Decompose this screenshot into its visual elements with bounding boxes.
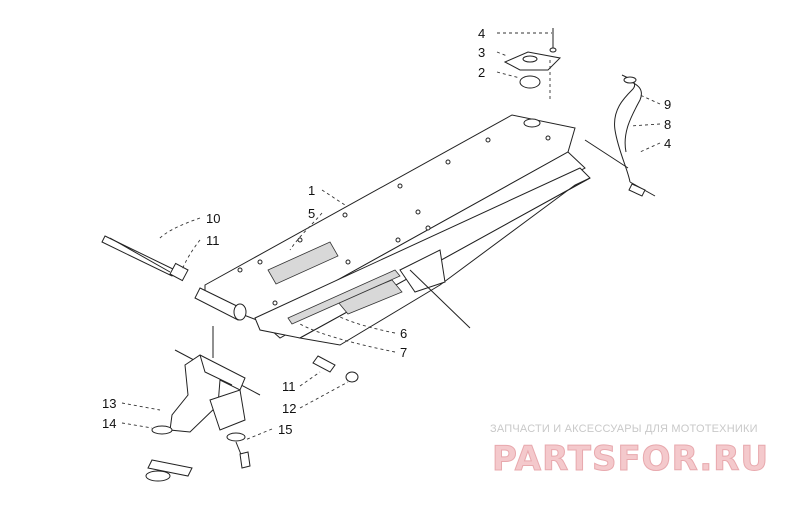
- lower-hardware: [145, 425, 251, 482]
- decal-7: [287, 269, 401, 325]
- callout-11-top: 11: [206, 233, 220, 248]
- watermark-caption: ЗАПЧАСТИ И АКСЕССУАРЫ ДЛЯ МОТОТЕХНИКИ: [490, 423, 758, 435]
- callout-8: 8: [664, 117, 671, 132]
- mount-bracket: [169, 326, 261, 433]
- callout-4-top: 4: [478, 26, 485, 41]
- callout-10: 10: [206, 211, 220, 226]
- leader-lines: [121, 32, 661, 441]
- callout-7: 7: [400, 345, 407, 360]
- running-board-frame: [204, 114, 591, 346]
- callout-1: 1: [308, 183, 315, 198]
- callout-3: 3: [478, 45, 485, 60]
- callout-14: 14: [102, 416, 116, 431]
- callout-4-right: 4: [664, 136, 671, 151]
- callout-12: 12: [282, 401, 296, 416]
- callout-11-bottom: 11: [282, 379, 296, 394]
- rear-bushing-nut: [312, 355, 359, 383]
- callout-13: 13: [102, 396, 116, 411]
- callout-2: 2: [478, 65, 485, 80]
- top-hardware: [503, 28, 562, 100]
- cable-assembly: [584, 74, 656, 197]
- under-cable: [409, 269, 471, 329]
- callout-5: 5: [308, 206, 315, 221]
- callout-15: 15: [278, 422, 292, 437]
- front-pivot-rod: [101, 235, 247, 321]
- callout-9: 9: [664, 97, 671, 112]
- top-oval-hole: [523, 118, 541, 128]
- callout-labels: 4 3 2 9 8 4 1 5 10 11 6 7 11 12 13 14 15: [102, 26, 671, 437]
- watermark: ЗАПЧАСТИ И АКСЕССУАРЫ ДЛЯ МОТОТЕХНИКИ PA…: [490, 423, 769, 480]
- watermark-logo: PARTSFOR.RU: [492, 439, 769, 479]
- decal-5: [267, 241, 339, 285]
- callout-6: 6: [400, 326, 407, 341]
- rivet-holes: [237, 135, 551, 306]
